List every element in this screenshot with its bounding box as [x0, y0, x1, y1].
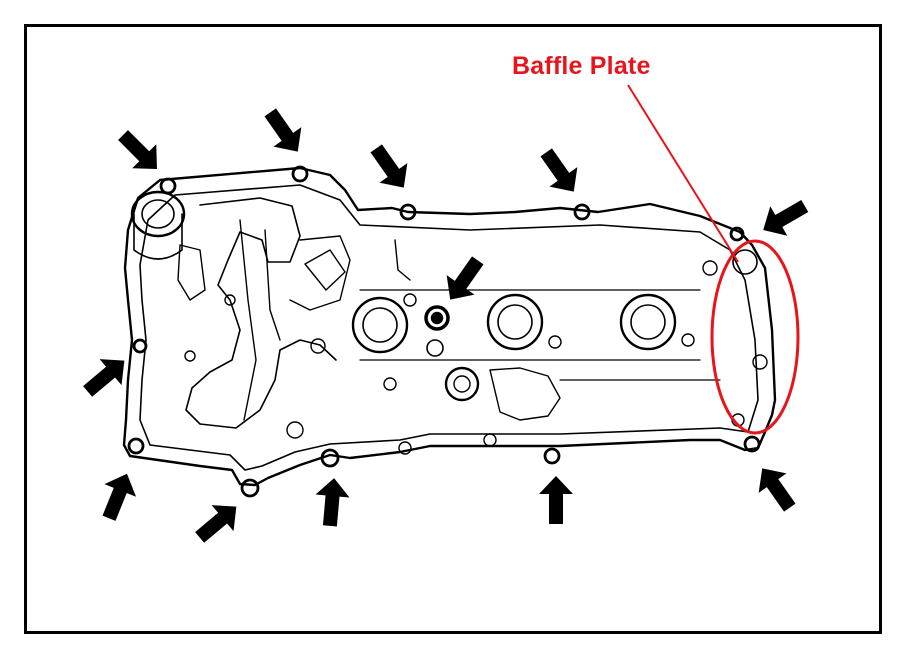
arrow-bottom-4 — [539, 476, 573, 524]
baffle-plate-highlight — [710, 239, 800, 435]
arrow-top-left — [118, 130, 157, 169]
arrow-bottom-right — [758, 468, 796, 512]
baffle-plate-callout — [627, 84, 800, 435]
center-bolt — [424, 305, 450, 331]
arrow-top-4 — [540, 148, 578, 192]
plug-tube-3 — [619, 293, 677, 351]
callout-leader-line — [627, 84, 739, 263]
oil-filler-cap — [130, 190, 186, 238]
arrow-center — [446, 256, 484, 300]
cover-outline — [122, 166, 777, 487]
cover-inner-rim — [139, 184, 759, 471]
plug-tube-2 — [486, 293, 544, 351]
arrow-left — [83, 359, 125, 397]
baffle-plate-label: Baffle Plate — [512, 52, 651, 80]
bolt-arrows — [83, 108, 809, 543]
arrow-top-right — [763, 199, 809, 236]
arrow-bottom-2 — [195, 505, 237, 543]
diagram-frame — [24, 24, 882, 634]
arrow-bottom-3 — [315, 478, 350, 527]
arrow-bottom-left — [102, 473, 137, 521]
arrow-top-2 — [264, 108, 302, 152]
arrow-top-3 — [370, 144, 408, 188]
plug-tube-1 — [351, 296, 409, 354]
